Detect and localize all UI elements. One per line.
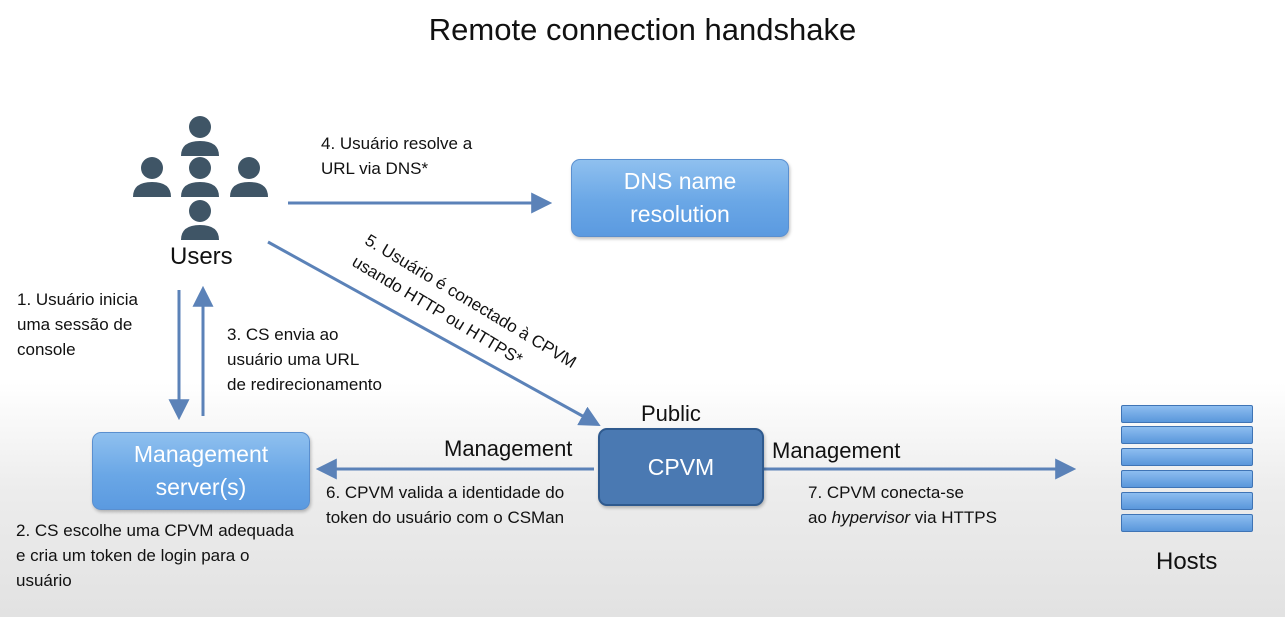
step1-line1: 1. Usuário inicia: [17, 290, 138, 309]
host-server-icon: [1121, 514, 1253, 532]
public-interface-label: Public: [641, 401, 701, 426]
management-server-box: Management server(s): [92, 432, 310, 510]
step6-line2: token do usuário com o CSMan: [326, 508, 565, 527]
users-label: Users: [170, 243, 233, 270]
step7-line2: ao hypervisor via HTTPS: [808, 505, 997, 530]
step2-line1: 2. CS escolhe uma CPVM adequada: [16, 521, 294, 540]
host-server-icon: [1121, 448, 1253, 466]
dns-box-line2: resolution: [630, 201, 730, 227]
step3-line2: usuário uma URL: [227, 350, 360, 369]
step2-annotation: 2. CS escolhe uma CPVM adequada e cria u…: [16, 518, 294, 593]
step4-annotation: 4. Usuário resolve a URL via DNS*: [321, 131, 472, 181]
step4-line2: URL via DNS*: [321, 159, 429, 178]
step1-annotation: 1. Usuário inicia uma sessão de console: [17, 287, 138, 362]
cpvm-box: CPVM: [598, 428, 764, 506]
step6-line1: 6. CPVM valida a identidade do: [326, 483, 565, 502]
step7-line1: 7. CPVM conecta-se: [808, 483, 964, 502]
mgmt-box-line1: Management: [133, 441, 269, 467]
step3-line1: 3. CS envia ao: [227, 325, 339, 344]
hosts-label: Hosts: [1156, 548, 1218, 575]
step1-line3: console: [17, 340, 76, 359]
cpvm-box-label: CPVM: [647, 453, 715, 480]
management-interface-left-label: Management: [444, 436, 573, 461]
step7-line2-italic: hypervisor: [831, 508, 911, 527]
step3-line3: de redirecionamento: [227, 375, 382, 394]
step7-line2-suffix: via HTTPS: [910, 508, 997, 527]
dns-box-line1: DNS name: [623, 168, 737, 194]
hosts-stack-icon: [1121, 405, 1253, 535]
step7-line2-prefix: ao: [808, 508, 832, 527]
host-server-icon: [1121, 470, 1253, 488]
step1-line2: uma sessão de: [17, 315, 133, 334]
step6-annotation: 6. CPVM valida a identidade do token do …: [326, 480, 564, 530]
step3-annotation: 3. CS envia ao usuário uma URL de redire…: [227, 322, 382, 397]
step2-line3: usuário: [16, 571, 72, 590]
arrow-users-to-cpvm: [267, 240, 601, 427]
step2-line2: e cria um token de login para o: [16, 546, 250, 565]
users-icon: [133, 116, 268, 240]
dns-resolution-box: DNS name resolution: [571, 159, 789, 237]
diagram-title: Remote connection handshake: [428, 12, 857, 47]
mgmt-box-line2: server(s): [155, 474, 247, 500]
step4-line1: 4. Usuário resolve a: [321, 134, 473, 153]
step7-annotation: 7. CPVM conecta-se ao hypervisor via HTT…: [808, 480, 997, 530]
host-server-icon: [1121, 426, 1253, 444]
management-interface-right-label: Management: [772, 438, 901, 463]
host-server-icon: [1121, 405, 1253, 423]
host-server-icon: [1121, 492, 1253, 510]
